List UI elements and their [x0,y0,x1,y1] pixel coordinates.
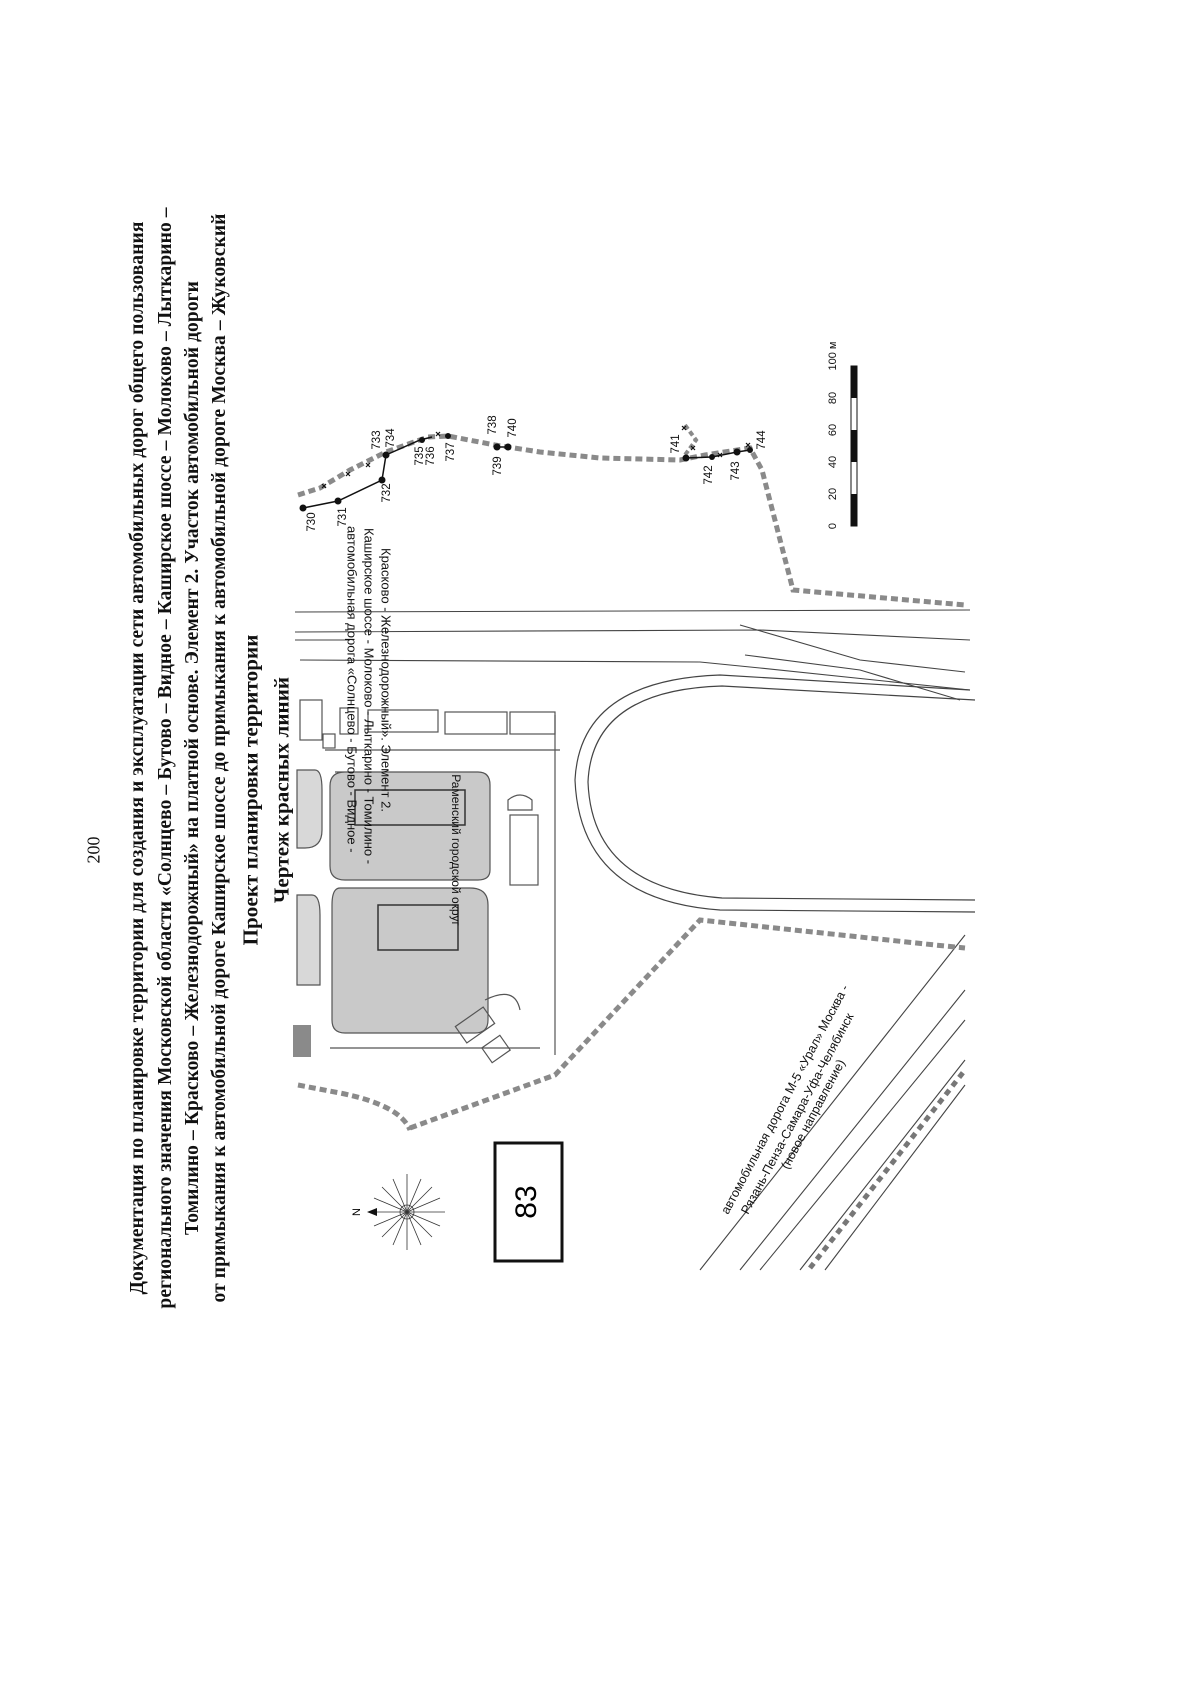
point-label: 733 [371,430,383,449]
scale-tick-0: 0 [827,523,839,529]
point-label: 738 [487,415,499,434]
point-731-marker [334,497,342,505]
district-label: Раменский городской округ [449,774,463,926]
point-label: 731 [337,507,349,526]
point-737-marker [445,433,451,439]
red-line-boundary [297,433,966,1132]
main-road-lines [294,609,971,701]
m5-label-line-2: Рязань-Пенза-Самара-Уфа-Челябинск [738,1010,856,1216]
m5-road-label: автомобильная дорога М-5 «Урал» Москва -… [718,982,856,1216]
boundary-kink [683,423,699,457]
point-label: 744 [756,430,768,450]
point-732-marker [378,476,386,484]
point-label: 730 [306,512,318,531]
point-label: 735 [414,446,426,465]
point-label: 741 [670,434,682,453]
point-733-marker [382,451,390,459]
scale-tick-60: 60 [827,424,839,436]
point-label: 734 [385,428,397,448]
scale-tick-20: 20 [827,488,839,500]
point-label: 742 [703,465,715,484]
north-arrow-icon: N [351,1174,445,1250]
interchange-loop [574,674,976,913]
point-label: 732 [381,483,393,502]
sheet-number-box: 83 [493,1141,564,1263]
road-label-line-2: Каширское шоссе - Молоково - Лыткарино -… [361,528,376,864]
point-742-marker [682,454,690,462]
road-label-line-1: автомобильная дорога «Солнцево - Бутово … [344,526,359,853]
site-plan [293,699,560,1064]
point-730-marker [299,504,307,512]
point-label: 737 [445,442,457,461]
point-743-marker [733,448,741,456]
m5-road-lines [699,934,966,1271]
scale-tick-100: 100 м [827,342,839,371]
m5-dashed-line [808,1068,967,1270]
north-label: N [351,1208,363,1216]
point-744-marker [747,447,753,453]
point-739-marker [493,443,501,451]
scale-bar: 0 20 40 60 80 100 м [827,342,858,529]
sheet-number: 83 [510,1185,543,1218]
boundary-x-marks [321,425,751,489]
point-label: 743 [730,461,742,480]
point-735-marker [419,437,425,443]
point-labels: 730 731 732 733 734 735 736 737 738 739 … [306,415,768,531]
coordinate-points [299,433,753,512]
m5-label-line-1: автомобильная дорога М-5 «Урал» Москва - [718,982,851,1216]
point-740-marker [504,443,512,451]
scale-tick-80: 80 [827,392,839,404]
main-road-label: автомобильная дорога «Солнцево - Бутово … [344,526,393,864]
point-label: 739 [492,456,504,475]
point-label: 736 [425,446,437,465]
point-742b-marker [709,454,715,460]
road-label-line-3: Красково - Железнодорожный». Элемент 2. [378,548,393,812]
scale-tick-40: 40 [827,456,839,468]
point-label: 740 [507,418,519,437]
